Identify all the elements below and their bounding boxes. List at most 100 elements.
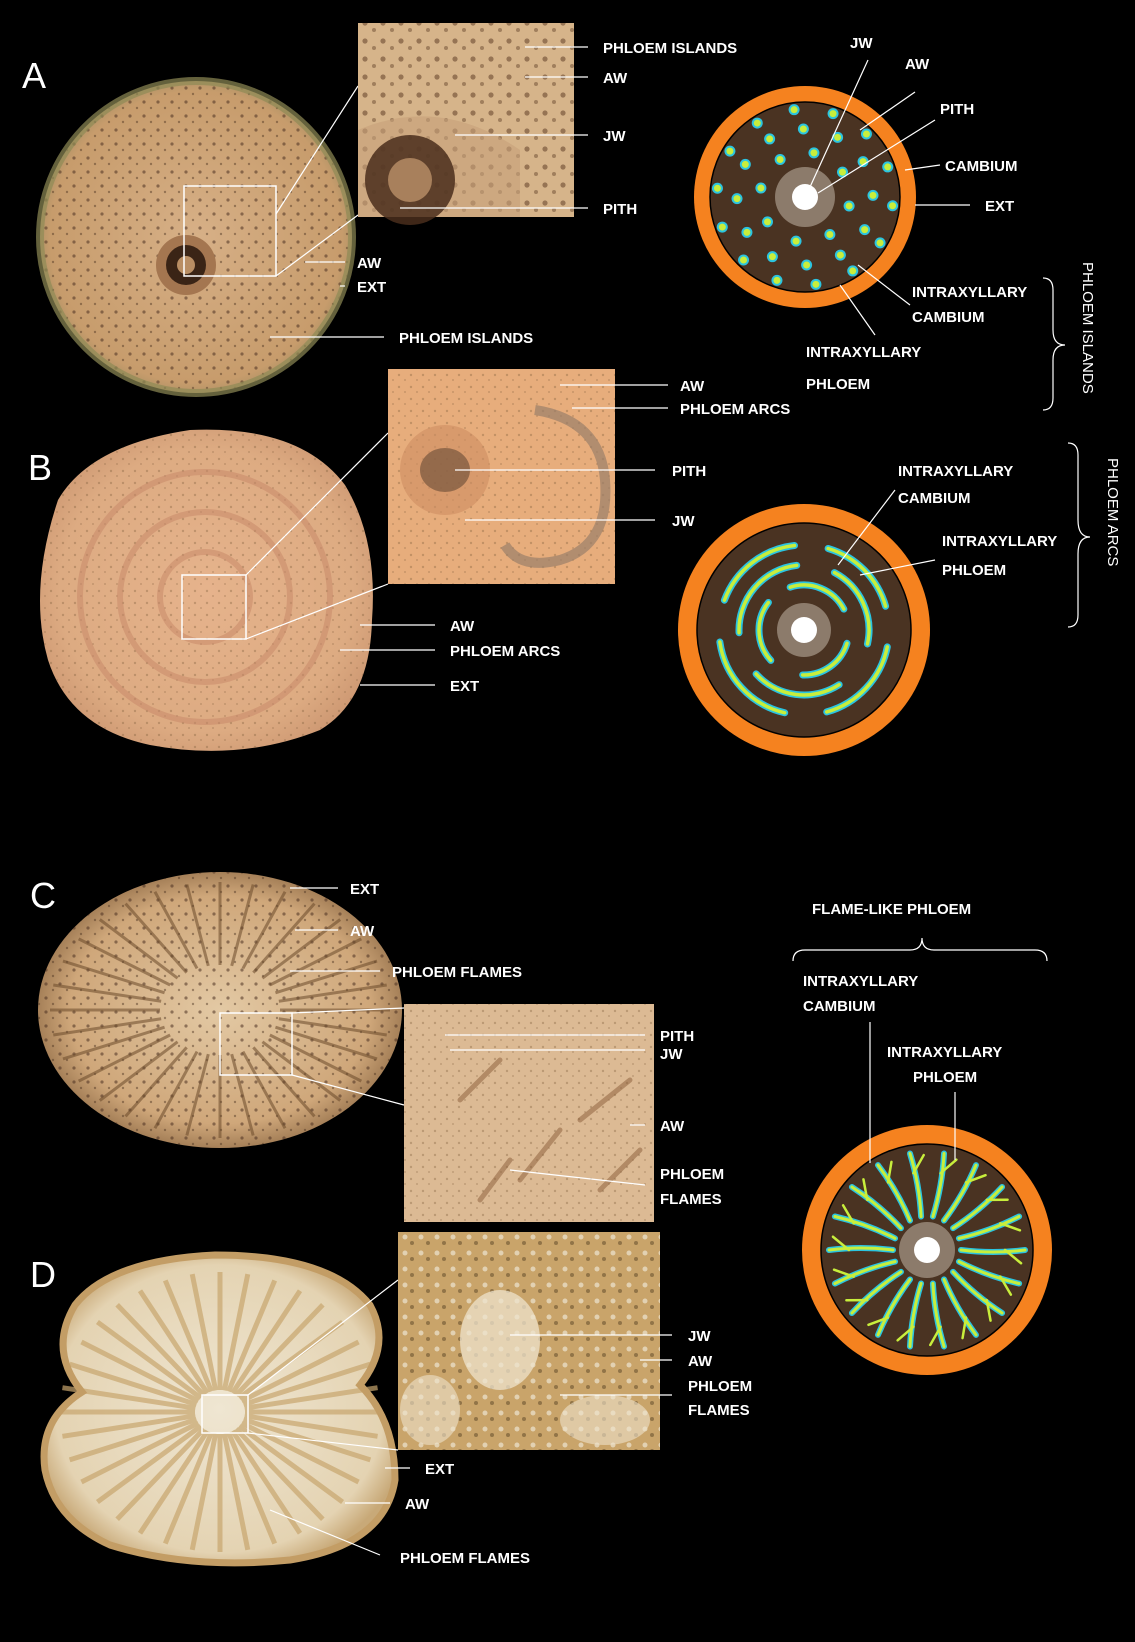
label-d-aw: AW — [405, 1496, 430, 1513]
phloem-island — [863, 131, 870, 138]
label-b-ext: EXT — [450, 678, 479, 695]
phloem-island — [826, 231, 833, 238]
label-d-phloem-flames: PHLOEM FLAMES — [400, 1550, 530, 1567]
phloem-island — [773, 277, 780, 284]
phloem-island — [812, 281, 819, 288]
label-b-aw: AW — [450, 618, 475, 635]
label-brace-phloem-arcs: PHLOEM ARCS — [1104, 458, 1121, 566]
label-a-zoom-pith: PITH — [603, 201, 637, 218]
label-brace-phloem-islands: PHLOEM ISLANDS — [1079, 262, 1096, 394]
phloem-island — [810, 149, 817, 156]
label-b-zoom-aw: AW — [680, 378, 705, 395]
diagram-phloem-arcs — [678, 504, 930, 756]
label-diagram-a-ext: EXT — [985, 198, 1014, 215]
label-b-zoom-jw: JW — [672, 513, 695, 530]
brace-phloem-arcs — [1068, 443, 1090, 627]
label-diagram-b-intraxyllary-cambium-1: INTRAXYLLARY — [898, 463, 1013, 480]
pith-b — [791, 617, 817, 643]
phloem-island — [719, 224, 726, 231]
brace-phloem-islands — [1043, 278, 1065, 410]
phloem-island — [742, 161, 749, 168]
label-c-zoom-pith: PITH — [660, 1028, 694, 1045]
photo-stem-section-b — [40, 430, 373, 751]
label-c-zoom-aw: AW — [660, 1118, 685, 1135]
phloem-island — [837, 252, 844, 259]
label-diagram-c-intraxyllary-cambium-2: CAMBIUM — [803, 998, 876, 1015]
photo-stem-section-d — [44, 1255, 395, 1563]
label-c-aw: AW — [350, 923, 375, 940]
label-b-zoom-pith: PITH — [672, 463, 706, 480]
label-diagram-b-intraxyllary-phloem-2: PHLOEM — [942, 562, 1006, 579]
phloem-island — [846, 202, 853, 209]
label-d-zoom-jw: JW — [688, 1328, 711, 1345]
panel-label-a: A — [22, 55, 46, 96]
label-diagram-b-intraxyllary-phloem-1: INTRAXYLLARY — [942, 533, 1057, 550]
label-c-ext: EXT — [350, 881, 379, 898]
label-diagram-a-intraxyllary-phloem-1: INTRAXYLLARY — [806, 344, 921, 361]
panel-label-b: B — [28, 447, 52, 488]
zoom-inset-d — [398, 1232, 660, 1450]
label-diagram-c-intraxyllary-phloem-1: INTRAXYLLARY — [887, 1044, 1002, 1061]
zoom-inset-b — [388, 369, 615, 584]
phloem-island — [803, 261, 810, 268]
label-d-ext: EXT — [425, 1461, 454, 1478]
phloem-island — [791, 106, 798, 113]
label-flame-like-phloem: FLAME-LIKE PHLOEM — [812, 901, 971, 918]
label-diagram-c-intraxyllary-cambium-1: INTRAXYLLARY — [803, 973, 918, 990]
label-c-zoom-phloem-flames-2: FLAMES — [660, 1191, 722, 1208]
phloem-island — [757, 185, 764, 192]
label-c-zoom-phloem-flames-1: PHLOEM — [660, 1166, 724, 1183]
label-a-zoom-phloem-islands: PHLOEM ISLANDS — [603, 40, 737, 57]
phloem-island — [743, 229, 750, 236]
label-diagram-b-intraxyllary-cambium-2: CAMBIUM — [898, 490, 971, 507]
label-diagram-a-intraxyllary-phloem-2: PHLOEM — [806, 376, 870, 393]
label-d-zoom-phloem-flames-2: FLAMES — [688, 1402, 750, 1419]
photo-stem-section-a — [40, 81, 352, 393]
phloem-island — [734, 195, 741, 202]
diagram-phloem-islands — [694, 86, 916, 308]
phloem-island — [764, 218, 771, 225]
label-diagram-a-intraxyllary-cambium-1: INTRAXYLLARY — [912, 284, 1027, 301]
label-d-zoom-aw: AW — [688, 1353, 713, 1370]
label-diagram-c-intraxyllary-phloem-2: PHLOEM — [913, 1069, 977, 1086]
panel-label-c: C — [30, 875, 56, 916]
label-a-zoom-jw: JW — [603, 128, 626, 145]
label-diagram-a-jw: JW — [850, 35, 873, 52]
phloem-island — [766, 135, 773, 142]
phloem-island — [726, 148, 733, 155]
pith-a — [792, 184, 818, 210]
label-diagram-a-intraxyllary-cambium-2: CAMBIUM — [912, 309, 985, 326]
panel-label-d: D — [30, 1254, 56, 1295]
phloem-island — [777, 156, 784, 163]
label-a-ext: EXT — [357, 279, 386, 296]
phloem-island — [877, 239, 884, 246]
phloem-island — [740, 256, 747, 263]
phloem-island — [860, 158, 867, 165]
phloem-island — [834, 134, 841, 141]
label-c-phloem-flames: PHLOEM FLAMES — [392, 964, 522, 981]
phloem-island — [869, 192, 876, 199]
label-a-phloem-islands: PHLOEM ISLANDS — [399, 330, 533, 347]
label-b-zoom-phloem-arcs: PHLOEM ARCS — [680, 401, 790, 418]
zoom-inset-c — [404, 1004, 654, 1222]
label-diagram-a-pith: PITH — [940, 101, 974, 118]
phloem-island — [830, 110, 837, 117]
phloem-island — [800, 126, 807, 133]
phloem-island — [769, 253, 776, 260]
label-b-phloem-arcs: PHLOEM ARCS — [450, 643, 560, 660]
phloem-island — [861, 226, 868, 233]
label-d-zoom-phloem-flames-1: PHLOEM — [688, 1378, 752, 1395]
label-diagram-a-aw: AW — [905, 56, 930, 73]
phloem-island — [884, 163, 891, 170]
label-diagram-a-cambium: CAMBIUM — [945, 158, 1018, 175]
label-a-zoom-aw: AW — [603, 70, 628, 87]
phloem-island — [889, 202, 896, 209]
phloem-island — [793, 238, 800, 245]
zoom-inset-a — [358, 23, 574, 225]
phloem-island — [754, 120, 761, 127]
pith-c — [914, 1237, 940, 1263]
brace-flame-like-phloem — [793, 938, 1047, 961]
phloem-island — [839, 169, 846, 176]
